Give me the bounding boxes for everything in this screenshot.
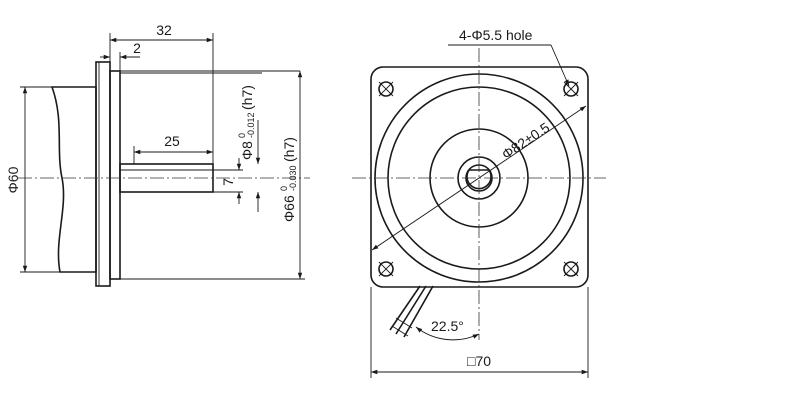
mounting-hole-br [563,261,579,277]
pilot-boss [109,70,121,280]
motor-body-outline [50,86,97,273]
dim-square: □70 [467,353,491,369]
dim-32: 32 [156,22,172,38]
square-flange [370,66,589,288]
lead-wires [389,285,434,338]
dim-phi82: Φ82±0.5 [499,119,553,163]
dim-phi66-fit: (h7) [281,137,297,162]
dim-phi8-lower: -0.012 [246,112,256,138]
dim-phi8: Φ8 [239,141,255,160]
dim-phi8-upper: 0 [237,133,247,138]
dim-phi66: Φ66 [281,195,297,222]
dim-7: 7 [220,178,236,186]
dim-phi8-fit: (h7) [239,85,255,110]
side-view: Φ60 32 2 25 7 Φ8 0 -0.012 (h7) [5,22,310,287]
mounting-hole-tl [378,81,394,97]
mounting-hole-bl [378,261,394,277]
dim-2: 2 [133,40,141,56]
dim-phi60: Φ60 [5,166,21,193]
front-view: 22.5° 4-Φ5.5 hole Φ82±0.5 □70 [352,27,606,378]
flange-plate [95,61,111,287]
dim-25: 25 [164,133,180,149]
dim-angle: 22.5° [431,318,464,334]
dim-phi66-lower: -0.030 [288,165,298,191]
hole-callout: 4-Φ5.5 hole [459,27,533,43]
dim-phi66-upper: 0 [279,186,289,191]
mounting-hole-tr [563,81,579,97]
